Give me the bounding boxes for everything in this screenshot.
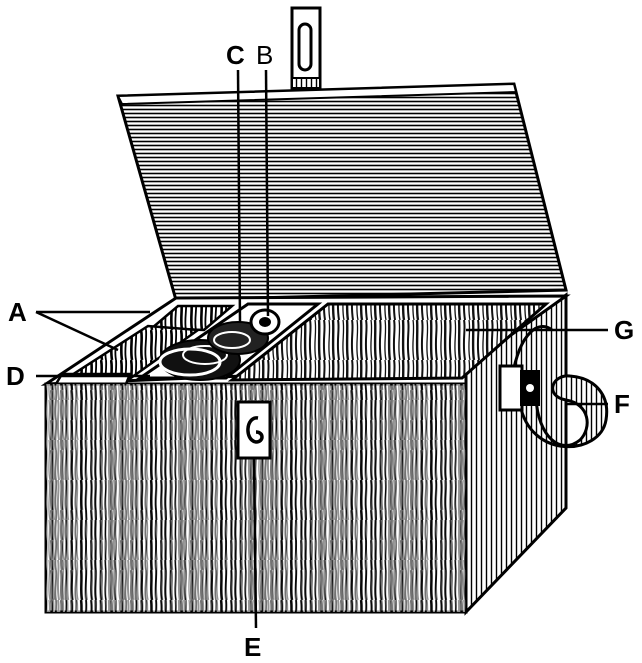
label-e: E bbox=[244, 632, 261, 662]
lid-hasp bbox=[290, 6, 322, 92]
label-b: B bbox=[256, 40, 273, 70]
label-g: G bbox=[614, 315, 634, 345]
open-lid bbox=[116, 82, 568, 302]
label-a: A bbox=[8, 297, 27, 327]
leader-lines bbox=[35, 69, 608, 629]
coiled-items bbox=[158, 308, 281, 381]
front-latch bbox=[236, 400, 272, 460]
label-c: C bbox=[226, 40, 245, 70]
side-strap-handle bbox=[498, 325, 609, 449]
label-f: F bbox=[614, 389, 630, 419]
label-d: D bbox=[6, 361, 25, 391]
compartment-g bbox=[227, 302, 550, 382]
